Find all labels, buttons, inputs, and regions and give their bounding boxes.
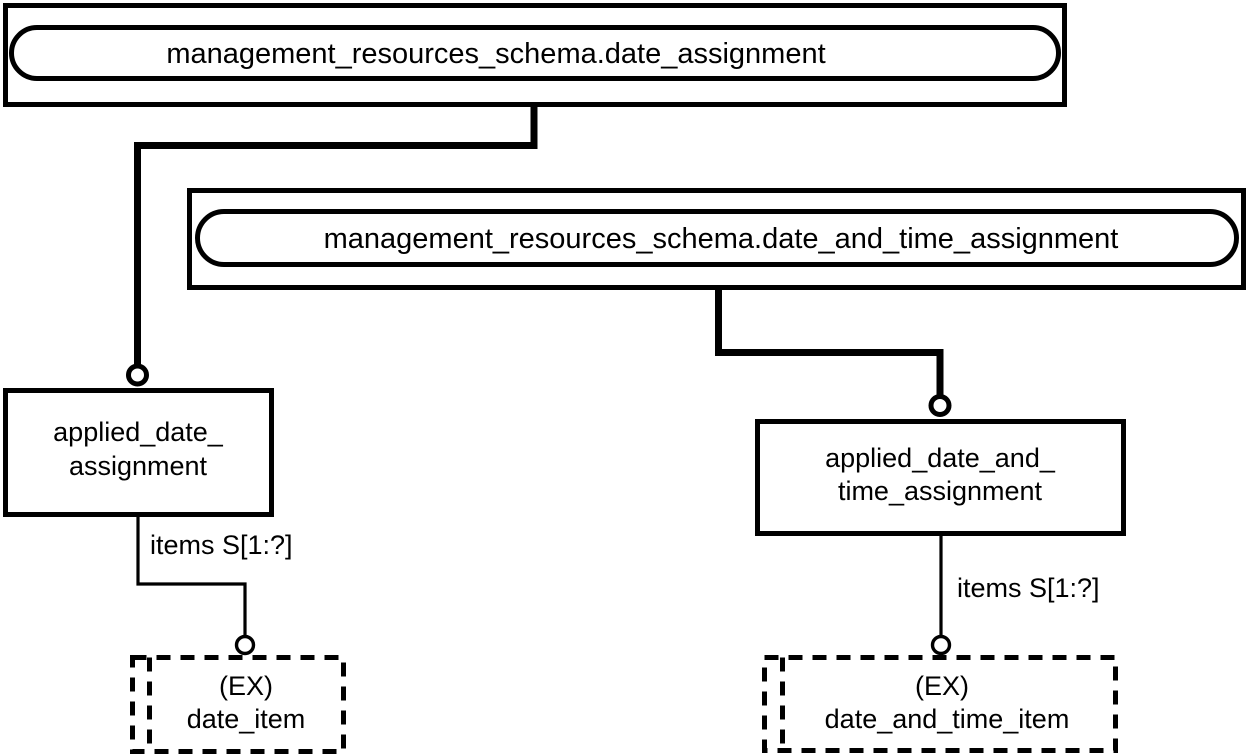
entity-label-applied-date-assignment-line1: applied_date_: [53, 417, 224, 447]
reference-rect-date-item: [130, 655, 346, 754]
connector-circle-date-item: [234, 634, 256, 656]
entity-label-applied-date-assignment-line2: assignment: [69, 451, 208, 481]
entity-rect-applied-date-and-time-assignment: [755, 419, 1126, 536]
entity-label-applied-date-and-time-assignment-line1: applied_date_and_: [825, 443, 1056, 473]
reference-name-date-and-time-item: date_and_time_item: [825, 704, 1070, 734]
reference-marker-date-and-time-item: (EX): [915, 671, 969, 701]
entity-label-applied-date-and-time-assignment-line2: time_assignment: [838, 476, 1043, 506]
schema-box-date-assignment[interactable]: management_resources_schema.date_assignm…: [3, 3, 1067, 107]
schema-inner-rounded-rect-1: [9, 25, 1061, 81]
entity-rect-applied-date-assignment: [3, 388, 274, 517]
reference-name-date-item: date_item: [187, 704, 306, 734]
connector-circle-date-and-time-item: [930, 634, 952, 656]
reference-marker-date-item: (EX): [219, 671, 273, 701]
attribute-label-items-right: items S[1:?]: [957, 573, 1100, 603]
connector-circle-applied-date-assignment: [126, 363, 149, 387]
schema-box-date-and-time-assignment[interactable]: management_resources_schema.date_and_tim…: [187, 188, 1246, 290]
link-schema2-to-applied-date-and-time-assignment: [715, 287, 944, 400]
entity-box-applied-date-and-time-assignment[interactable]: applied_date_and_ time_assignment: [755, 419, 1126, 536]
reference-rect-date-and-time-item: [762, 655, 1118, 753]
schema-label-date-assignment: management_resources_schema.date_assignm…: [166, 38, 825, 70]
reference-box-date-item[interactable]: (EX) date_item: [130, 655, 346, 754]
connector-circle-applied-date-and-time-assignment: [928, 394, 952, 417]
schema-inner-rounded-rect-2: [195, 209, 1239, 267]
entity-box-applied-date-assignment[interactable]: applied_date_ assignment: [3, 388, 274, 517]
schema-label-date-and-time-assignment: management_resources_schema.date_and_tim…: [324, 223, 1119, 255]
reference-box-date-and-time-item[interactable]: (EX) date_and_time_item: [762, 655, 1118, 753]
link-schema1-to-applied-date-assignment: [134, 104, 538, 370]
link-items-left: [136, 514, 247, 638]
attribute-label-items-left: items S[1:?]: [150, 530, 293, 560]
